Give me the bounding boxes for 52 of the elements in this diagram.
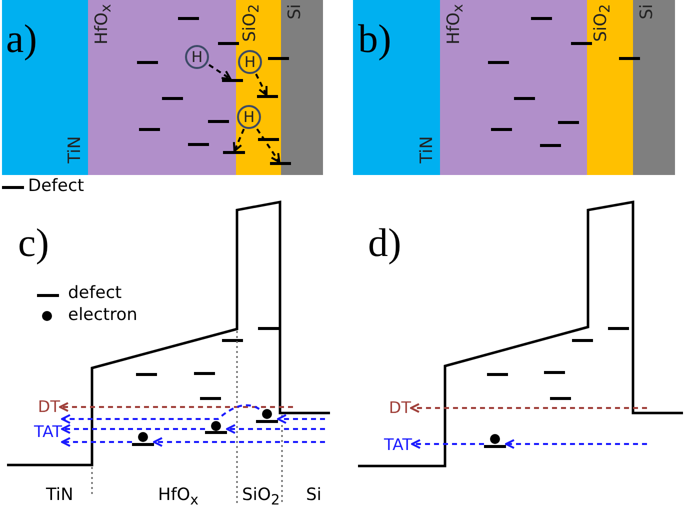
layer-band [587, 0, 633, 175]
hydrogen-circle: H [238, 50, 262, 74]
layer-label: Si [638, 4, 656, 20]
layer-label: HfO$_{x}$ [158, 486, 199, 510]
layer-band [281, 0, 323, 175]
defect-mark [222, 79, 243, 82]
electron-marker [256, 409, 278, 423]
migration-arrow [256, 128, 280, 163]
tunneling-arrow [410, 403, 647, 413]
panel-letter: b) [358, 18, 392, 60]
electron-marker [132, 432, 154, 446]
tunneling-arrow [226, 424, 325, 434]
layer-label: Si [286, 4, 304, 20]
panel-letter: d) [368, 222, 402, 264]
layer-label: TiN [66, 136, 84, 163]
tunneling-arrow [61, 437, 132, 447]
legend-label: Defect [28, 177, 84, 195]
layer-label: TiN [46, 486, 74, 504]
panel-letter: a) [6, 18, 38, 60]
defect-mark [270, 162, 291, 165]
electron-marker [484, 434, 506, 448]
layer-label: Si [306, 486, 322, 504]
legend-label: electron [68, 306, 138, 324]
panel-letter: c) [18, 222, 50, 264]
layer-band [440, 0, 587, 175]
tunneling-arrow [59, 402, 293, 412]
layer-band [633, 0, 675, 175]
defect-mark [223, 151, 245, 154]
migration-arrow [255, 74, 268, 96]
layer-band [353, 0, 440, 175]
tunneling-arrow [61, 424, 205, 434]
legend-label: defect [68, 284, 122, 302]
defect-mark [257, 95, 278, 98]
layer-band [236, 0, 281, 175]
hydrogen-circle: H [237, 105, 261, 129]
tunneling-label: DT [22, 399, 60, 415]
tunneling-label: TAT [14, 414, 62, 450]
layer-label: TiN [418, 136, 436, 163]
tunneling-label: DT [373, 400, 411, 416]
layer-band [88, 0, 236, 175]
hydrogen-circle: H [185, 45, 209, 69]
migration-arrow [232, 128, 245, 152]
tunneling-label: TAT [366, 437, 412, 453]
electron-marker [205, 421, 227, 434]
migration-arrow [208, 64, 232, 80]
tunneling-arrow [153, 437, 325, 447]
layer-label: SiO$_{2}$ [242, 486, 280, 510]
layer-band [2, 0, 88, 175]
tunneling-arrow [505, 439, 647, 449]
tunneling-arrow [277, 414, 325, 424]
tunneling-arrow [61, 404, 260, 424]
tunneling-arrow [411, 439, 484, 449]
